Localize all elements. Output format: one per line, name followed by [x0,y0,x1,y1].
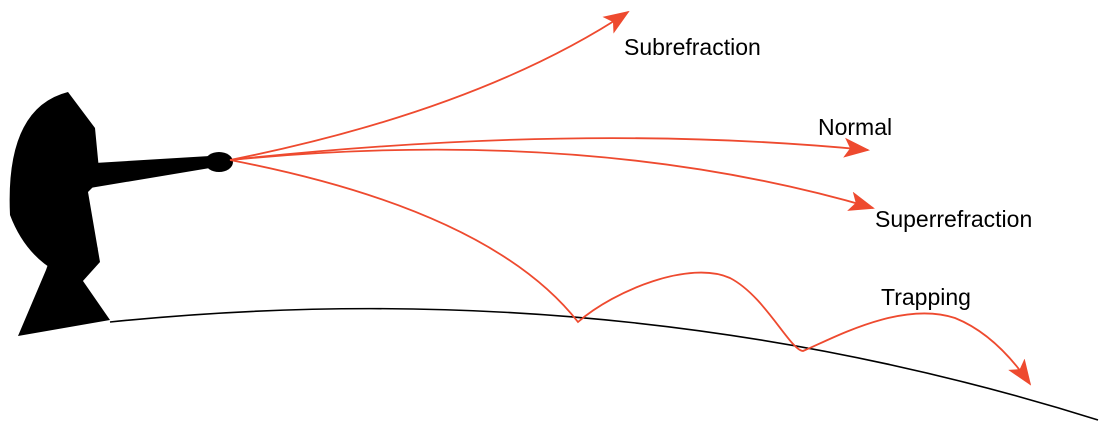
subrefraction-label: Subrefraction [624,34,761,60]
superrefraction-ray [229,148,875,211]
earth-surface-line [109,307,1099,421]
trapping-label: Trapping [881,284,971,310]
normal-label: Normal [818,114,893,140]
trapping-ray [229,159,1032,386]
superrefraction-label: Superrefraction [875,206,1033,232]
normal-ray [229,137,870,161]
radar-antenna-icon [9,92,233,336]
subrefraction-ray [229,10,630,161]
